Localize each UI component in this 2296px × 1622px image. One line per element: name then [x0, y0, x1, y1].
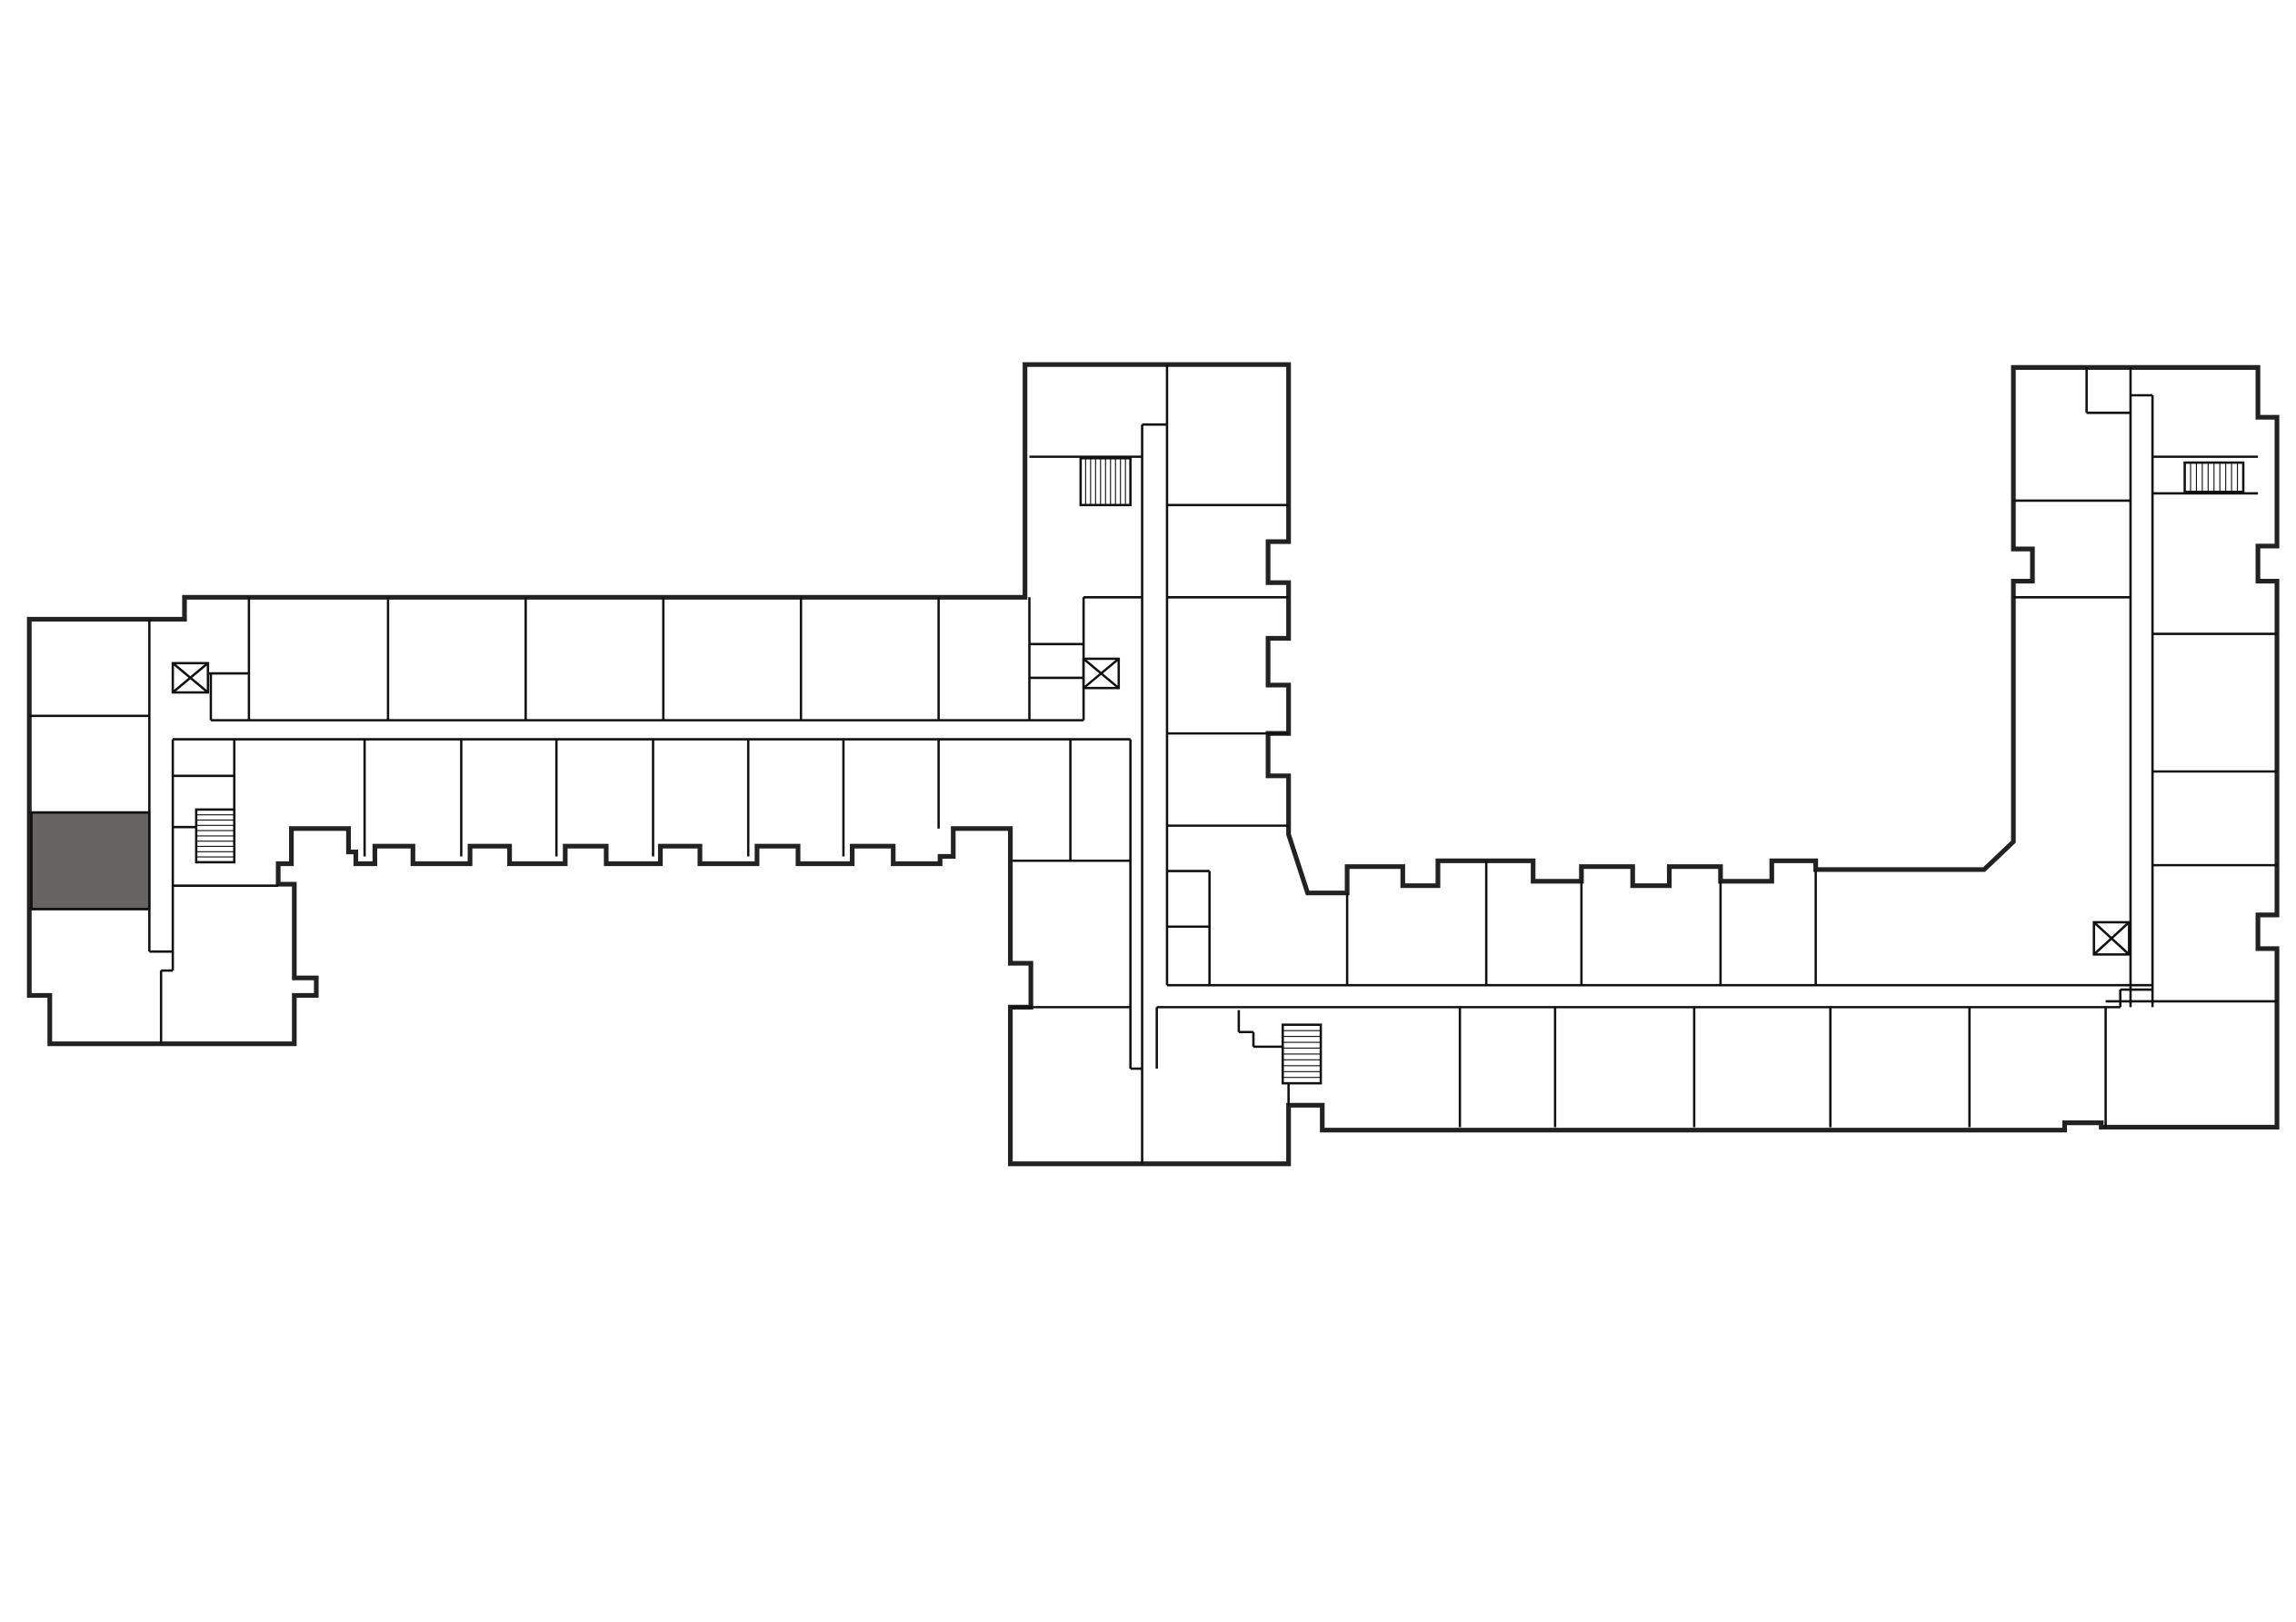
elevator-icon	[171, 662, 210, 694]
stair-icon	[1281, 1023, 1323, 1085]
stair-icon	[195, 808, 236, 864]
elevator-icon	[1082, 657, 1121, 690]
stair-icon	[1079, 456, 1132, 507]
stair-icon	[2183, 461, 2245, 493]
building-outline	[26, 362, 2280, 1167]
highlighted-unit[interactable]	[30, 811, 151, 911]
elevator-icon	[2092, 920, 2131, 956]
